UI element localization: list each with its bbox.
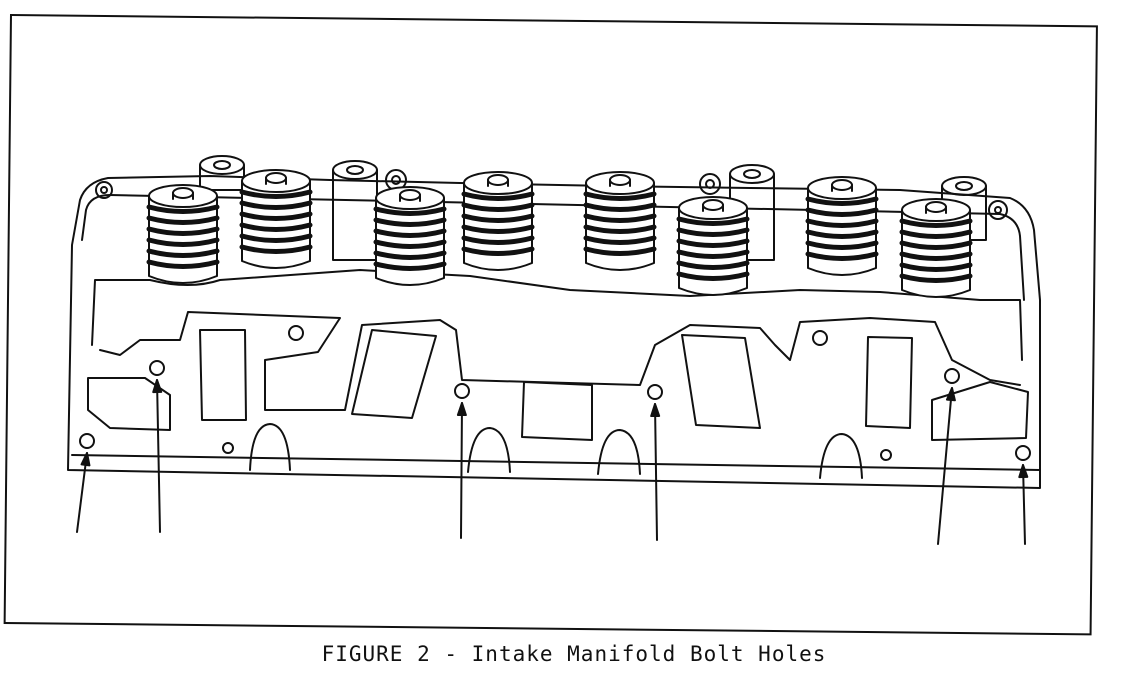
callout-line xyxy=(460,402,463,539)
crossover-port xyxy=(521,381,593,441)
arrowhead xyxy=(650,403,661,418)
bolt-hole-callouts xyxy=(76,360,1031,545)
manifold-bolt-hole xyxy=(647,384,663,400)
scallop xyxy=(467,427,511,473)
port-face-outline xyxy=(99,311,1021,411)
valve-spring-5 xyxy=(583,171,657,271)
valve-spring-4 xyxy=(461,171,535,271)
bolt-hole-callout-4 xyxy=(647,384,663,541)
arrowhead xyxy=(152,379,163,394)
valve-spring-3 xyxy=(373,186,447,286)
arrowhead xyxy=(80,452,91,467)
small-bolt-hole xyxy=(95,169,1008,220)
scallop xyxy=(249,423,291,471)
manifold-bolt-hole xyxy=(79,433,95,449)
arrowhead xyxy=(945,387,956,402)
caption-text: FIGURE 2 - Intake Manifold Bolt Holes xyxy=(321,642,827,666)
intake-port-3 xyxy=(681,334,761,429)
valve-springs xyxy=(146,169,973,298)
bolt-hole-callout-2 xyxy=(149,360,165,533)
callout-line xyxy=(937,387,953,545)
valve-spring-1 xyxy=(146,184,220,284)
arrowhead xyxy=(456,402,467,417)
dowel-hole xyxy=(812,330,828,346)
callout-line xyxy=(76,452,88,533)
boss xyxy=(199,155,245,191)
coolant-passage-right xyxy=(931,381,1029,441)
intake-face xyxy=(87,311,1029,479)
callout-line xyxy=(1022,464,1026,545)
manifold-bolt-hole xyxy=(149,360,165,376)
manifold-bolt-hole xyxy=(1015,445,1031,461)
scallop xyxy=(819,433,863,479)
coolant-passage-left xyxy=(87,377,171,431)
head-bolt-bosses xyxy=(95,155,1008,261)
bolt-hole-callout-6 xyxy=(1015,445,1031,545)
intake-port-1 xyxy=(199,329,247,421)
rocker-rail xyxy=(81,194,1025,301)
manifold-bolt-hole xyxy=(454,383,470,399)
valve-spring-8 xyxy=(899,198,973,298)
valve-spring-6 xyxy=(676,196,750,296)
dowel-hole xyxy=(222,442,234,454)
dowel-hole xyxy=(880,449,892,461)
bolt-hole-callout-1 xyxy=(76,433,95,533)
inner-rim xyxy=(91,269,1023,361)
bolt-hole-callout-3 xyxy=(454,383,470,539)
deck-edge xyxy=(71,454,1041,471)
callout-line xyxy=(156,379,161,533)
intake-port-4 xyxy=(865,336,913,429)
valve-spring-7 xyxy=(805,176,879,276)
manifold-bolt-hole xyxy=(944,368,960,384)
bolt-hole-callout-5 xyxy=(937,368,960,545)
arrowhead xyxy=(1018,464,1029,479)
intake-port-2 xyxy=(351,329,437,419)
valve-spring-2 xyxy=(239,169,313,269)
boss xyxy=(332,160,378,261)
figure-caption: FIGURE 2 - Intake Manifold Bolt Holes xyxy=(0,642,1136,666)
scallop xyxy=(597,429,641,475)
callout-line xyxy=(654,403,658,541)
dowel-hole xyxy=(288,325,304,341)
